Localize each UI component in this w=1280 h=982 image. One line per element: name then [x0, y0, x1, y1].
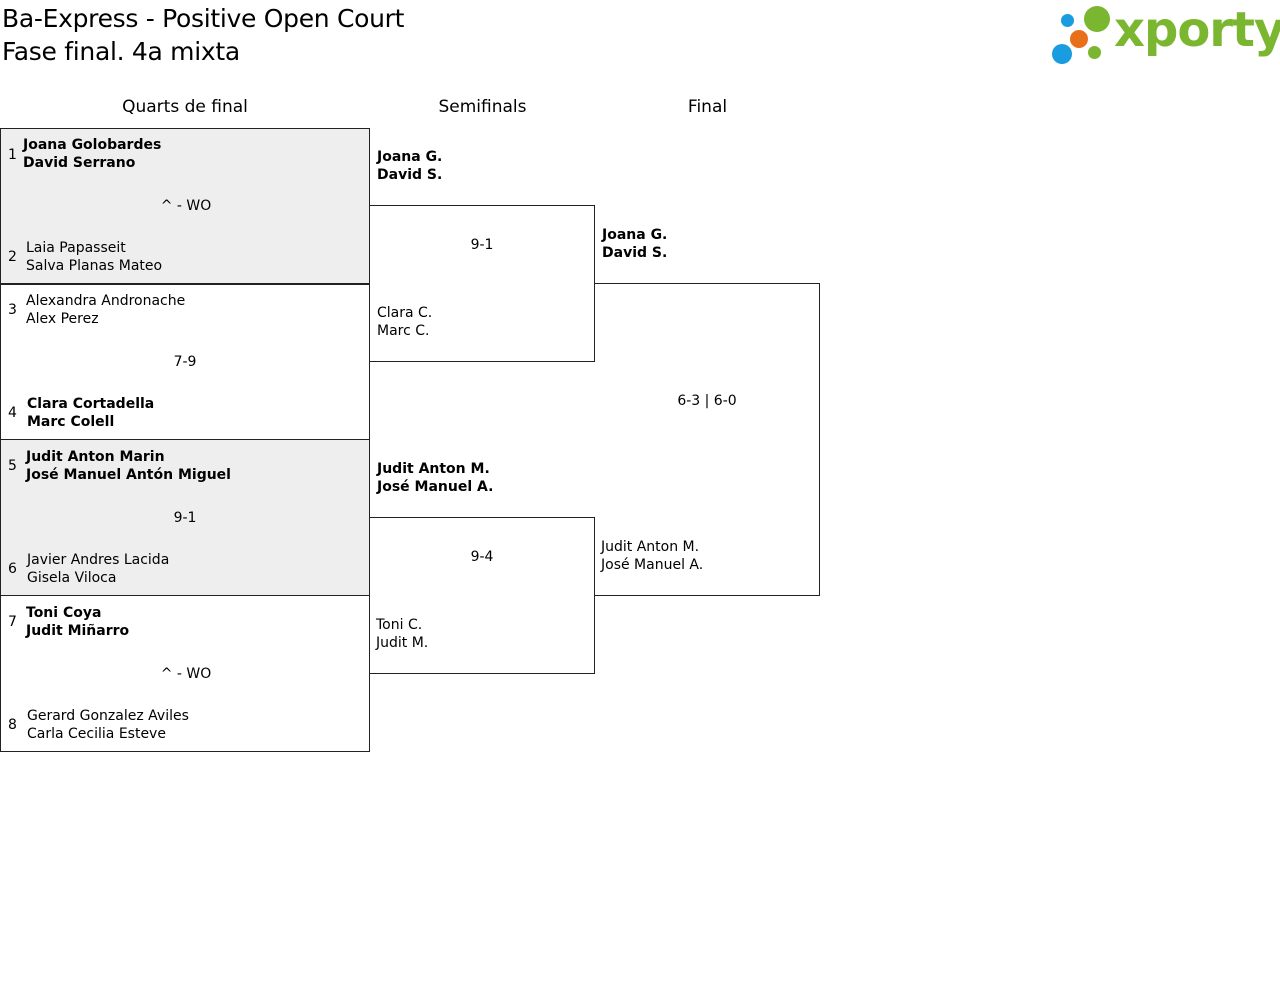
- seed-number: 5: [8, 458, 17, 474]
- final-match: 6-3 | 6-0 Judit Anton M. José Manuel A.: [595, 283, 820, 596]
- team-b: Clara Cortadella Marc Colell: [27, 395, 154, 431]
- semifinal-2-team-a: Judit Anton M. José Manuel A.: [377, 460, 493, 496]
- round-heading-final: Final: [687, 97, 728, 117]
- player-name: Laia Papasseit: [26, 240, 126, 256]
- logo-dot-orange: [1070, 30, 1088, 48]
- player-name: Judit Anton M.: [377, 461, 490, 477]
- player-name: David S.: [602, 245, 668, 261]
- page-title: Ba-Express - Positive Open Court: [2, 4, 405, 33]
- player-name: Alex Perez: [26, 311, 99, 327]
- player-name: David S.: [377, 167, 443, 183]
- seed-number: 6: [8, 561, 17, 577]
- match-score: 7-9: [173, 354, 197, 370]
- player-name: Carla Cecilia Esteve: [27, 726, 166, 742]
- xporty-logo: xporty: [1050, 2, 1280, 68]
- player-name: José Manuel A.: [377, 479, 494, 495]
- match-score: 9-1: [173, 510, 197, 526]
- semifinal-match-1: 9-1 Clara C. Marc C.: [370, 205, 595, 362]
- player-name: Marc C.: [377, 323, 430, 339]
- player-name: David Serrano: [23, 155, 136, 171]
- seed-number: 1: [8, 147, 17, 163]
- player-name: Clara Cortadella: [27, 396, 155, 412]
- logo-dot-green: [1084, 6, 1110, 32]
- player-name: Clara C.: [377, 305, 433, 321]
- player-name: Judit Anton Marin: [26, 449, 165, 465]
- match-score: ^ - WO: [160, 198, 212, 214]
- seed-number: 2: [8, 249, 17, 265]
- seed-number: 4: [8, 405, 17, 421]
- semifinal-1-team-b: Clara C. Marc C.: [377, 304, 432, 340]
- round-heading-quarterfinals: Quarts de final: [122, 97, 248, 117]
- match-score: 9-4: [470, 549, 494, 565]
- player-name: Judit M.: [376, 635, 429, 651]
- team-a: Joana Golobardes David Serrano: [23, 136, 161, 172]
- team-b: Gerard Gonzalez Aviles Carla Cecilia Est…: [27, 707, 189, 743]
- player-name: Javier Andres Lacida: [27, 552, 170, 568]
- logo-dot-blue: [1052, 44, 1072, 64]
- player-name: Joana Golobardes: [23, 137, 162, 153]
- seed-number: 8: [8, 717, 17, 733]
- player-name: Judit Anton M.: [601, 539, 700, 555]
- logo-dot-green-small: [1088, 46, 1101, 59]
- player-name: Alexandra Andronache: [26, 293, 186, 309]
- player-name: José Manuel A.: [601, 557, 704, 573]
- seed-number: 7: [8, 614, 17, 630]
- logo-wordmark: xporty: [1114, 2, 1280, 58]
- player-name: Gisela Viloca: [27, 570, 117, 586]
- logo-dot-blue-small: [1061, 14, 1074, 27]
- player-name: Joana G.: [602, 227, 668, 243]
- final-team-b: Judit Anton M. José Manuel A.: [601, 538, 703, 574]
- quarterfinal-match-2: 3 Alexandra Andronache Alex Perez 7-9 4 …: [0, 283, 370, 440]
- player-name: Marc Colell: [27, 414, 115, 430]
- player-name: Toni C.: [376, 617, 423, 633]
- player-name: Joana G.: [377, 149, 443, 165]
- page-subtitle: Fase final. 4a mixta: [2, 37, 240, 66]
- player-name: Gerard Gonzalez Aviles: [27, 708, 189, 724]
- round-heading-semifinals: Semifinals: [438, 97, 527, 117]
- match-score: 6-3 | 6-0: [677, 393, 737, 409]
- player-name: Toni Coya: [26, 605, 102, 621]
- player-name: José Manuel Antón Miguel: [26, 467, 231, 483]
- quarterfinal-match-3: 5 Judit Anton Marin José Manuel Antón Mi…: [0, 439, 370, 596]
- match-score: ^ - WO: [160, 666, 212, 682]
- team-a: Alexandra Andronache Alex Perez: [26, 292, 185, 328]
- semifinal-match-2: 9-4 Toni C. Judit M.: [370, 517, 595, 674]
- final-team-a: Joana G. David S.: [602, 226, 667, 262]
- player-name: Salva Planas Mateo: [26, 258, 163, 274]
- match-score: 9-1: [470, 237, 494, 253]
- team-b: Laia Papasseit Salva Planas Mateo: [26, 239, 162, 275]
- team-a: Toni Coya Judit Miñarro: [26, 604, 129, 640]
- team-a: Judit Anton Marin José Manuel Antón Migu…: [26, 448, 231, 484]
- seed-number: 3: [8, 302, 17, 318]
- semifinal-2-team-b: Toni C. Judit M.: [376, 616, 428, 652]
- quarterfinal-match-1: 1 Joana Golobardes David Serrano ^ - WO …: [0, 128, 370, 285]
- semifinal-1-team-a: Joana G. David S.: [377, 148, 442, 184]
- team-b: Javier Andres Lacida Gisela Viloca: [27, 551, 169, 587]
- quarterfinal-match-4: 7 Toni Coya Judit Miñarro ^ - WO 8 Gerar…: [0, 595, 370, 752]
- player-name: Judit Miñarro: [26, 623, 130, 639]
